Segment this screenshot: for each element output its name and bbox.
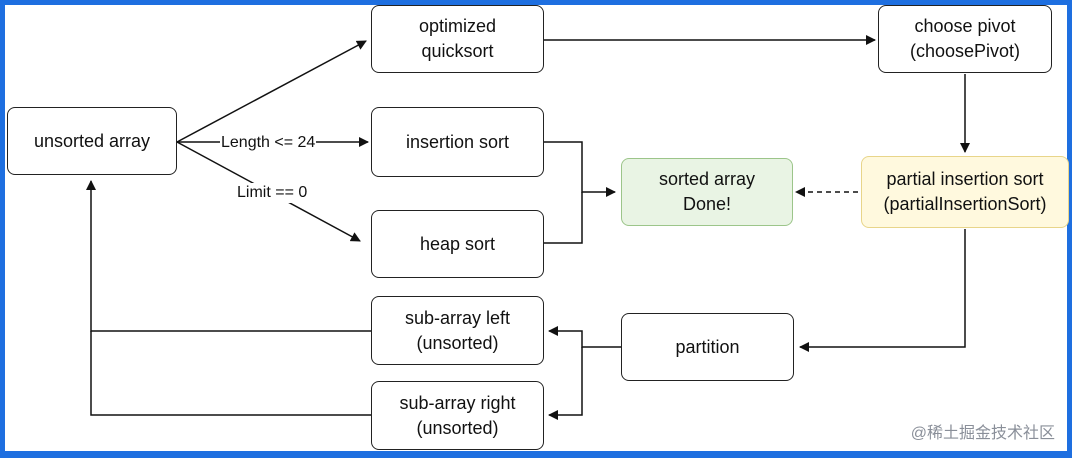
node-partial-insertion-sort-line1: partial insertion sort: [886, 169, 1044, 189]
node-heap-sort: heap sort: [371, 210, 544, 278]
node-optimized-quicksort: optimized quicksort: [371, 5, 544, 73]
diagram-canvas: Length <= 24 Limit == 0 unsorted array o…: [5, 5, 1069, 451]
node-choose-pivot: choose pivot (choosePivot): [878, 5, 1052, 73]
node-choose-pivot-line1: choose pivot: [914, 16, 1016, 36]
node-partition-label: partition: [675, 336, 740, 357]
edge-left-to-unsorted: [86, 180, 371, 332]
edge-right-to-unsorted: [90, 331, 371, 416]
node-partial-insertion-sort-line2: (partialInsertionSort): [883, 194, 1047, 214]
node-unsorted-array: unsorted array: [7, 107, 177, 175]
node-optimized-quicksort-line1: optimized: [418, 16, 497, 36]
node-sub-array-left-line1: sub-array left: [404, 307, 511, 328]
node-sorted-array-line1: sorted array: [658, 169, 756, 189]
node-sorted-array: sorted array Done!: [621, 158, 793, 226]
node-choose-pivot-line2: (choosePivot): [909, 41, 1021, 61]
edge-insertion-to-sorted: [544, 141, 616, 197]
node-sub-array-left: sub-array left (unsorted): [371, 296, 544, 365]
node-partial-insertion-sort: partial insertion sort (partialInsertion…: [861, 156, 1069, 228]
node-sorted-array-line2: Done!: [682, 194, 732, 214]
node-sub-array-right-line2: (unsorted): [416, 417, 499, 438]
edge-partition-to-right: [548, 347, 583, 420]
node-sub-array-left-line2: (unsorted): [416, 332, 499, 353]
edge-unsorted-to-quicksort: [176, 40, 367, 143]
edge-partial-to-partition: [799, 229, 966, 352]
edge-partition-to-left: [548, 326, 621, 348]
edge-label-length: Length <= 24: [220, 133, 317, 153]
edges-layer: [86, 35, 970, 420]
node-heap-sort-label: heap sort: [419, 233, 496, 254]
edge-label-limit: Limit == 0: [236, 183, 309, 203]
node-partition: partition: [621, 313, 794, 381]
edge-heap-to-sorted: [544, 192, 583, 244]
node-optimized-quicksort-line2: quicksort: [421, 41, 494, 61]
node-unsorted-array-label: unsorted array: [33, 130, 151, 151]
watermark-text: @稀土掘金技术社区: [910, 425, 1055, 442]
node-sub-array-right: sub-array right (unsorted): [371, 381, 544, 450]
node-insertion-sort: insertion sort: [371, 107, 544, 177]
node-sub-array-right-line1: sub-array right: [399, 392, 516, 413]
node-insertion-sort-label: insertion sort: [405, 131, 510, 152]
